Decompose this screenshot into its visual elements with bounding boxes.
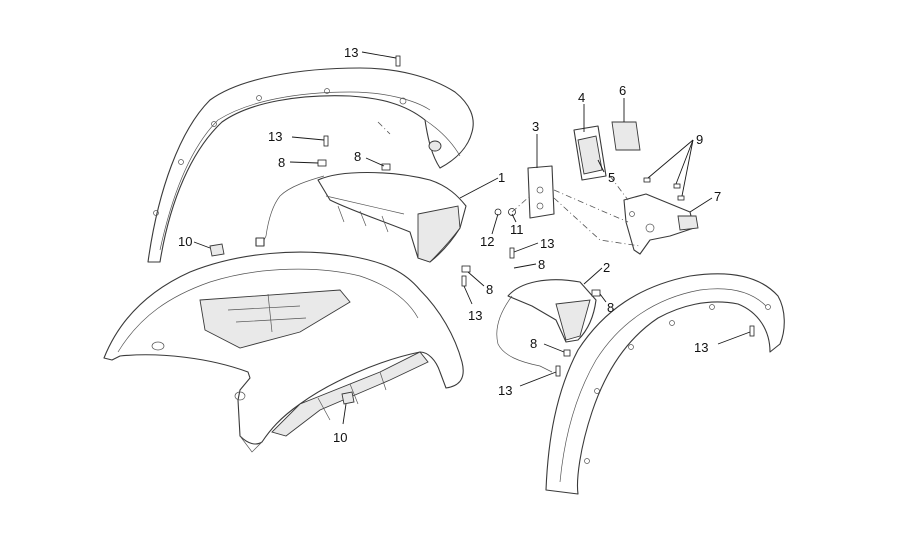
callout-13-top: 13 [344,45,358,60]
light-lens-frame-4 [573,125,607,181]
callout-2: 2 [603,260,610,275]
callout-5: 5 [608,170,615,185]
rear-tail-body [103,251,464,453]
callout-8-left: 8 [278,155,285,170]
callout-13-bottom: 13 [498,383,512,398]
callout-4: 4 [578,90,585,105]
callout-8-lower: 8 [486,282,493,297]
callout-13-mid: 13 [540,236,554,251]
rear-light-bracket-part-2 [496,279,597,373]
clip-10-left [209,243,225,257]
upper-left-cowl-panel [147,67,474,263]
clip-8-center [461,265,471,273]
callout-12: 12 [480,234,494,249]
bracket-7 [623,193,699,255]
callout-10-left: 10 [178,234,192,249]
callout-13-left: 13 [268,129,282,144]
screw-13-mid [509,247,515,259]
screw-13-right [749,325,755,337]
rear-light-bracket-part-1 [255,172,467,263]
callout-13-right: 13 [694,340,708,355]
license-plate-support-3 [527,165,555,219]
callout-10-bottom: 10 [333,430,347,445]
clip-8-left [317,159,327,167]
callout-13-lower: 13 [468,308,482,323]
screw-13-bottom [555,365,561,377]
callout-8-bottom: 8 [530,336,537,351]
callout-11: 11 [510,222,524,237]
leader-lines [193,51,751,425]
clip-8-right [591,289,601,297]
clip-8-mid [381,163,391,171]
gasket-6 [611,121,641,151]
callout-9: 9 [696,132,703,147]
callout-1: 1 [498,170,505,185]
callout-labels: 13 13 8 8 10 1 12 11 3 4 5 6 9 7 13 8 2 … [178,45,721,445]
right-side-cowl-panel [545,273,785,495]
screw-13-lower [461,275,467,287]
screws-9 [643,177,685,201]
callout-3: 3 [532,119,539,134]
callout-8-center: 8 [538,257,545,272]
callout-7: 7 [714,189,721,204]
callout-8-right: 8 [607,300,614,315]
clip-8-bottom [563,349,571,357]
screw-13-left [323,135,329,147]
callout-6: 6 [619,83,626,98]
callout-8-mid: 8 [354,149,361,164]
clip-10-bottom [341,391,355,405]
screw-13-top [395,55,401,67]
